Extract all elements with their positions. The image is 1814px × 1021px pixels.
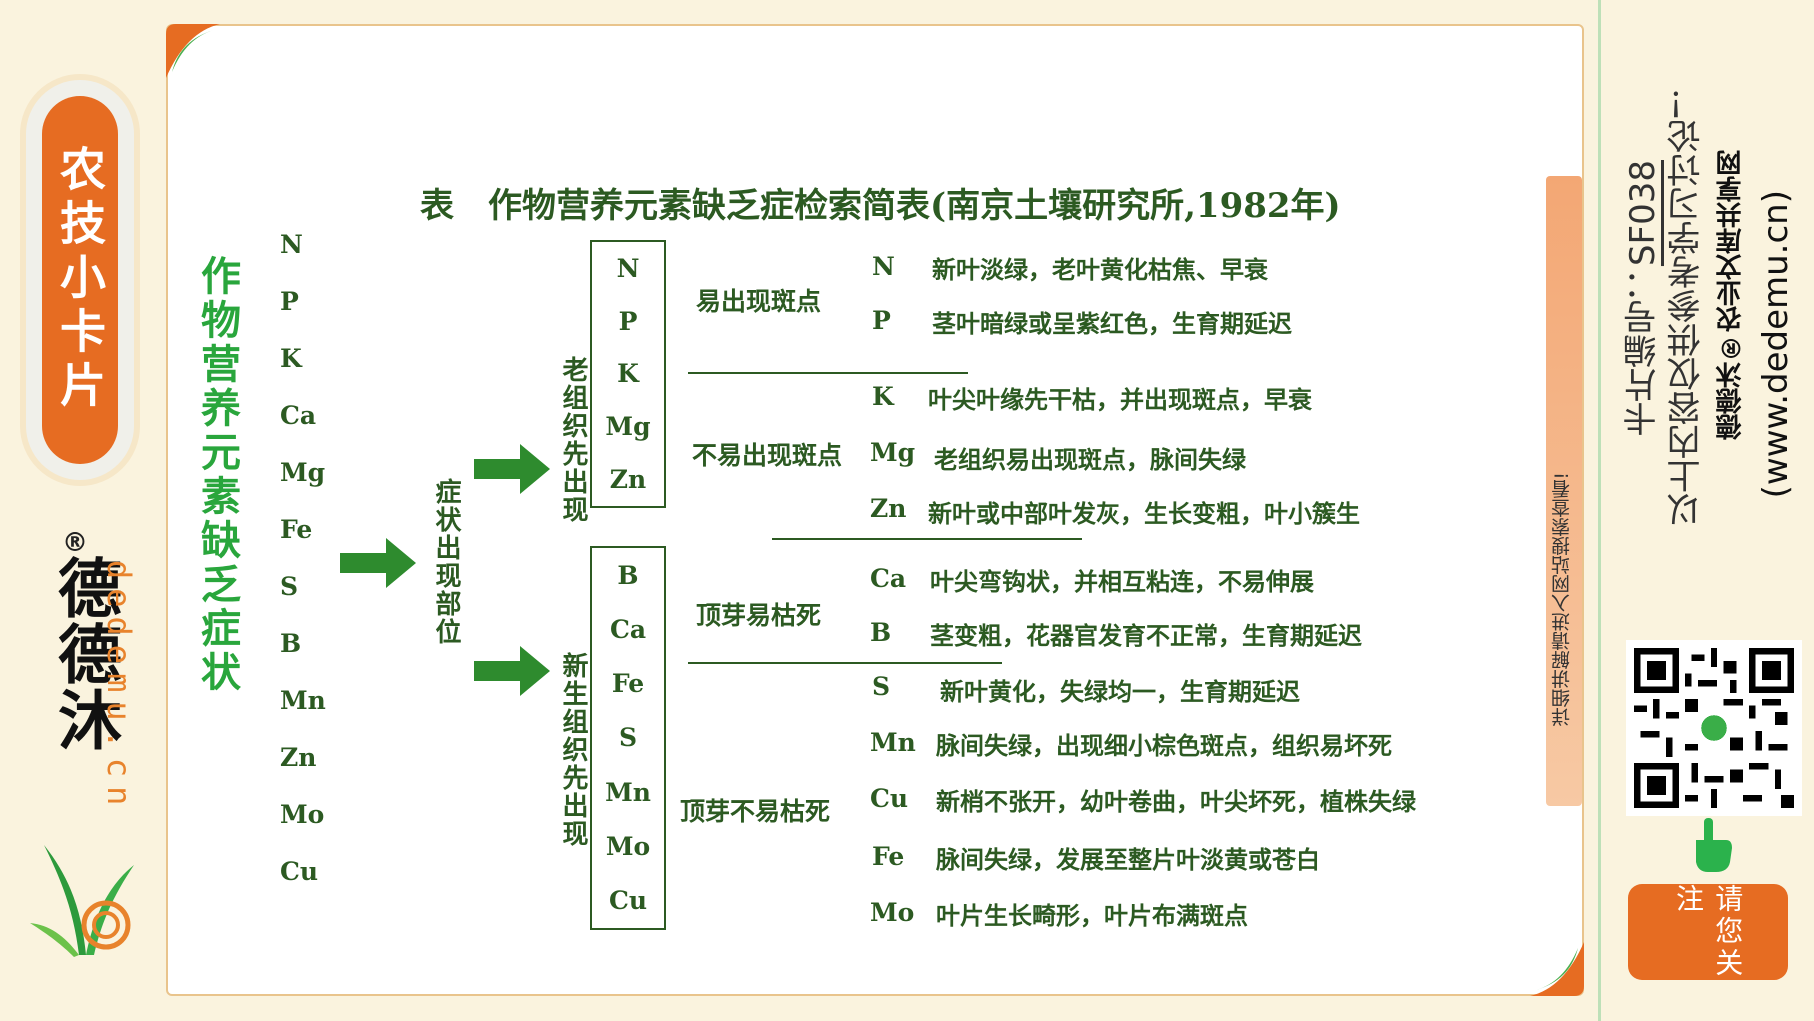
pointing-hand-icon — [1696, 818, 1732, 872]
symptom-element: S — [872, 672, 891, 701]
category-spots-easy: 易出现斑点 — [696, 287, 822, 316]
new-tissue-label: 新生组织先出现 — [558, 652, 588, 848]
symptom-text: 脉间失绿，出现细小棕色斑点，组织易坏死 — [936, 731, 1392, 760]
element-item: Cu — [608, 886, 648, 916]
symptom-element: Ca — [870, 564, 907, 593]
website-link[interactable]: (www.dedemu.cn) — [1756, 190, 1796, 499]
element-item: Fe — [611, 669, 645, 699]
side-note-strip — [1546, 176, 1582, 806]
table-title: 表 作物营养元素缺乏症检索简表(南京土壤研究所,1982年) — [420, 186, 1341, 226]
symptom-text: 老组织易出现斑点，脉间失绿 — [934, 445, 1246, 474]
card-number: 卡片编号：SF038 — [1618, 160, 1667, 436]
brand-logo-icon — [30, 845, 134, 957]
follow-button-label: 请您关注 — [1672, 884, 1745, 980]
side-note-text: 详细讲解请进入网站搜索查看! — [1551, 472, 1573, 727]
element-item: Fe — [280, 515, 313, 544]
card-number-label: 卡片编号： — [1623, 266, 1663, 437]
follow-button[interactable]: 请您关注 — [1628, 884, 1788, 980]
disclaimer-text: 以上内容仅供参考学习讨论！ — [1667, 85, 1707, 527]
element-item: Mn — [280, 686, 326, 715]
brand-badge-text: 农技小卡片 — [53, 145, 107, 415]
element-item: Mo — [605, 832, 651, 862]
category-bud-dies: 顶芽易枯死 — [696, 601, 822, 630]
card-number-value: SF038 — [1623, 160, 1663, 267]
element-item: B — [617, 560, 639, 590]
registered-mark: ® — [62, 528, 88, 558]
element-item: K — [280, 344, 302, 373]
symptom-element: Mg — [870, 438, 916, 467]
element-item: N — [280, 230, 303, 259]
symptom-element: Zn — [870, 494, 907, 523]
element-item: K — [617, 359, 639, 389]
symptom-text: 叶尖弯钩状，并相互粘连，不易伸展 — [930, 567, 1314, 596]
panel-divider — [1598, 0, 1601, 1021]
separator-line — [688, 662, 1002, 664]
element-item: Ca — [280, 401, 317, 430]
element-item: Zn — [280, 743, 317, 772]
symptom-element: N — [872, 252, 895, 281]
symptom-text: 茎叶暗绿或呈紫红色，生育期延迟 — [932, 309, 1292, 338]
element-item: Mo — [280, 800, 325, 829]
old-tissue-label: 老组织先出现 — [558, 356, 588, 524]
element-item: B — [280, 629, 302, 658]
symptom-text: 叶尖叶缘先干枯，并出现斑点，早衰 — [928, 385, 1312, 414]
element-item: Mn — [605, 777, 651, 807]
symptom-element: P — [872, 306, 891, 335]
symptom-text: 新叶或中部叶发灰，生长变粗，叶小簇生 — [928, 499, 1360, 528]
separator-line — [772, 538, 1082, 540]
symptom-element: Mn — [870, 728, 916, 757]
category-bud-not-die: 顶芽不易枯死 — [680, 797, 831, 826]
category-spots-hard: 不易出现斑点 — [692, 441, 843, 470]
element-item: P — [280, 287, 299, 316]
symptom-text: 新梢不张开，幼叶卷曲，叶尖坏死，植株失绿 — [936, 787, 1416, 816]
qr-code-icon — [1626, 640, 1802, 816]
element-item: Mg — [605, 412, 651, 442]
credit-text: 德德沐®农业文库共享网 — [1716, 150, 1746, 440]
symptom-element: K — [872, 382, 894, 411]
symptom-text: 叶片生长畸形，叶片布满斑点 — [936, 901, 1248, 930]
arrow-right-icon — [474, 444, 550, 494]
old-tissue-element-box: N P K Mg Zn — [590, 240, 666, 508]
symptom-element: B — [870, 618, 892, 647]
brand-domain: dedemu.cn — [100, 560, 138, 815]
element-item: Ca — [609, 614, 647, 644]
vertical-title: 作物营养元素缺乏症状 — [194, 255, 240, 695]
symptom-element: Cu — [870, 784, 909, 813]
symptom-element: Mo — [870, 898, 915, 927]
separator-line — [688, 372, 968, 374]
corner-leaf-bottom-right — [1530, 942, 1584, 996]
element-item: Mg — [280, 458, 326, 487]
element-item: P — [618, 306, 638, 336]
corner-leaf-top-left — [166, 24, 220, 78]
arrow-right-icon — [474, 646, 550, 696]
arrow-right-icon — [340, 538, 416, 588]
content-card — [166, 24, 1584, 996]
element-item: S — [618, 723, 638, 753]
element-item: Zn — [609, 465, 647, 495]
symptom-element: Fe — [872, 842, 905, 871]
element-item: S — [280, 572, 299, 601]
brand-name: 德德沐 — [47, 555, 121, 753]
element-item: Cu — [280, 857, 319, 886]
symptom-text: 脉间失绿，发展至整片叶淡黄或苍白 — [936, 845, 1320, 874]
symptom-text: 茎变粗，花器官发育不正常，生育期延迟 — [930, 621, 1362, 650]
brand-badge: 农技小卡片 — [42, 96, 118, 464]
new-tissue-element-box: B Ca Fe S Mn Mo Cu — [590, 546, 666, 930]
symptom-text: 新叶黄化，失绿均一，生育期延迟 — [940, 677, 1300, 706]
element-item: N — [616, 253, 640, 283]
symptom-position-label: 症状出现部位 — [431, 478, 461, 646]
symptom-text: 新叶淡绿，老叶黄化枯焦、早衰 — [932, 255, 1268, 284]
